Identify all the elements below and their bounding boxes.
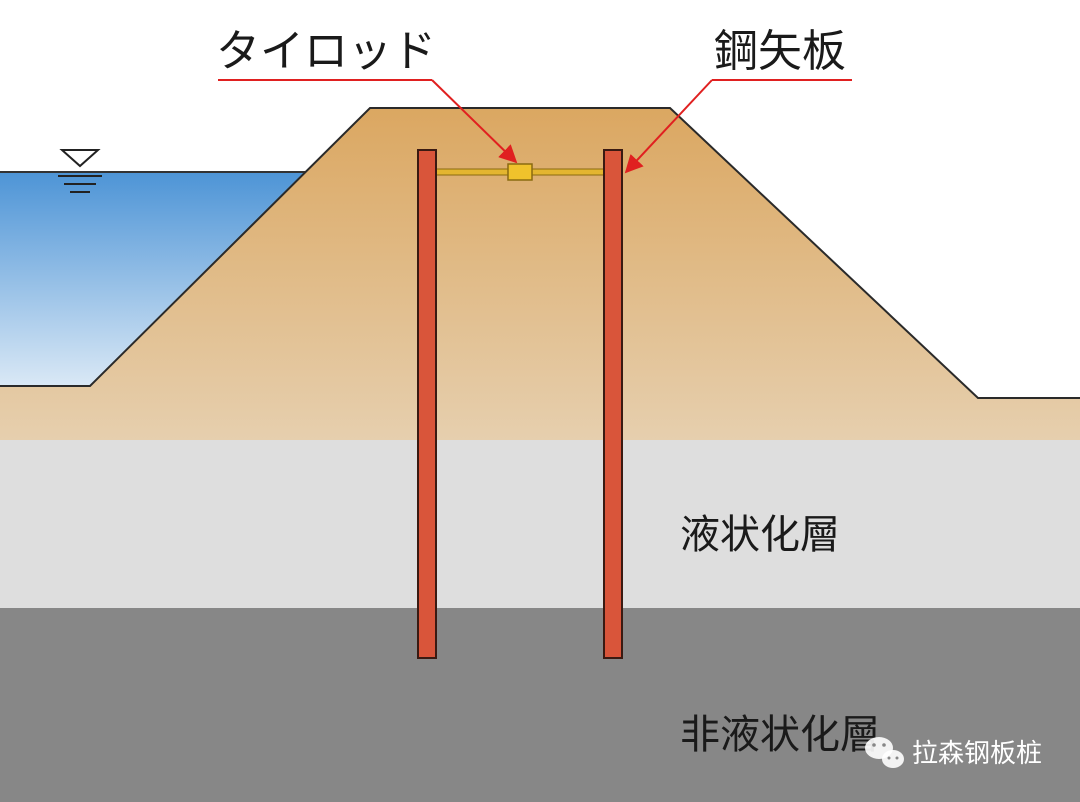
sheet-pile-right <box>603 149 623 659</box>
wechat-icon <box>865 737 904 768</box>
embankment <box>0 108 1080 440</box>
liquefiable-layer-label: 液状化層 <box>680 512 840 558</box>
sheet-pile-leader-arrow <box>624 79 713 174</box>
embankment-outline <box>0 107 1080 399</box>
non-liquefiable-layer <box>0 608 1080 802</box>
non-liquefiable-layer-label: 非液状化層 <box>680 712 880 758</box>
tie-rod-leader-arrow <box>431 79 518 164</box>
tie-rod-turnbuckle <box>507 163 533 181</box>
watermark: 拉森钢板桩 <box>865 737 1042 769</box>
liquefiable-layer <box>0 440 1080 608</box>
watermark-text: 拉森钢板桩 <box>912 739 1042 769</box>
sheet-pile-label: 鋼矢板 <box>714 26 846 77</box>
tie-rod-label: タイロッド <box>216 26 436 77</box>
sheet-pile-left <box>417 149 437 659</box>
water-level-icon <box>58 149 102 193</box>
